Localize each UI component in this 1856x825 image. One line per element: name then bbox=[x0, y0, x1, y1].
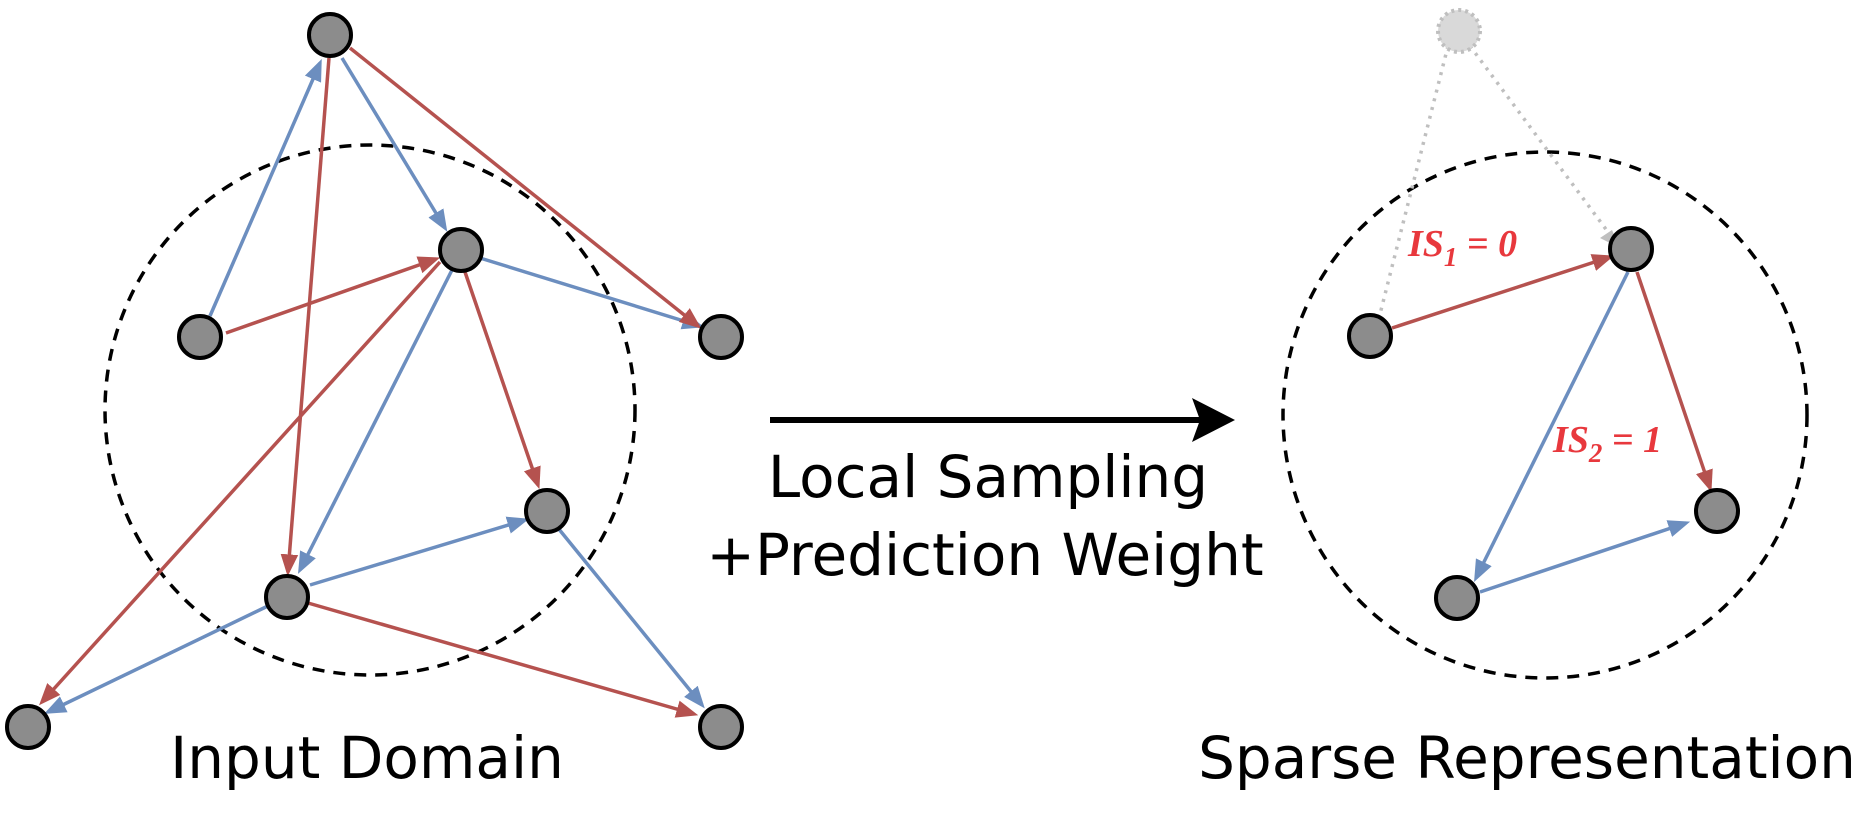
sparse-domain-boundary bbox=[1281, 150, 1809, 680]
red-edge bbox=[280, 57, 331, 577]
graph-node bbox=[1694, 488, 1740, 534]
ghost-edge bbox=[1376, 45, 1450, 323]
blue-edge bbox=[44, 603, 271, 714]
blue-edge bbox=[298, 269, 454, 574]
is1-label: IS1 = 0 bbox=[1407, 223, 1517, 272]
graph-node bbox=[177, 314, 223, 360]
blue-edge bbox=[479, 256, 705, 330]
graph-node bbox=[698, 704, 744, 750]
blue-edge bbox=[556, 526, 705, 709]
graph-node bbox=[1347, 313, 1393, 359]
red-edge bbox=[1635, 271, 1713, 493]
ghost-node bbox=[1436, 8, 1482, 54]
graph-node bbox=[307, 12, 353, 58]
blue-edge bbox=[340, 57, 448, 232]
graph-node bbox=[698, 314, 744, 360]
blue-edge bbox=[208, 58, 322, 317]
transform-label-line2: +Prediction Weight bbox=[706, 521, 1263, 589]
graph-node bbox=[1434, 575, 1480, 621]
graph-node bbox=[524, 488, 570, 534]
red-edge bbox=[307, 601, 699, 718]
ghost-edge bbox=[1468, 44, 1610, 234]
red-edge bbox=[225, 256, 441, 335]
red-edge bbox=[39, 260, 442, 706]
transform-arrow-group: Local Sampling +Prediction Weight bbox=[706, 398, 1264, 589]
sparse-representation-graph: IS1 = 0 IS2 = 1 Sparse Representation bbox=[1198, 8, 1856, 792]
blue-edge bbox=[309, 516, 530, 587]
is2-label: IS2 = 1 bbox=[1552, 419, 1662, 468]
transform-label-line1: Local Sampling bbox=[768, 443, 1208, 511]
sparse-representation-caption: Sparse Representation bbox=[1198, 724, 1856, 792]
transform-arrowhead bbox=[1192, 398, 1235, 442]
input-domain-graph: Input Domain bbox=[5, 12, 744, 792]
graph-node bbox=[5, 704, 51, 750]
red-edge bbox=[463, 271, 541, 490]
blue-edge bbox=[1479, 520, 1691, 594]
graph-node bbox=[1608, 226, 1654, 272]
input-domain-caption: Input Domain bbox=[170, 724, 564, 792]
input-domain-boundary bbox=[103, 143, 637, 677]
blue-edge bbox=[1474, 271, 1630, 582]
graph-node bbox=[264, 574, 310, 620]
red-edge bbox=[348, 46, 702, 329]
graph-node bbox=[438, 227, 484, 273]
red-edge bbox=[1391, 254, 1615, 330]
